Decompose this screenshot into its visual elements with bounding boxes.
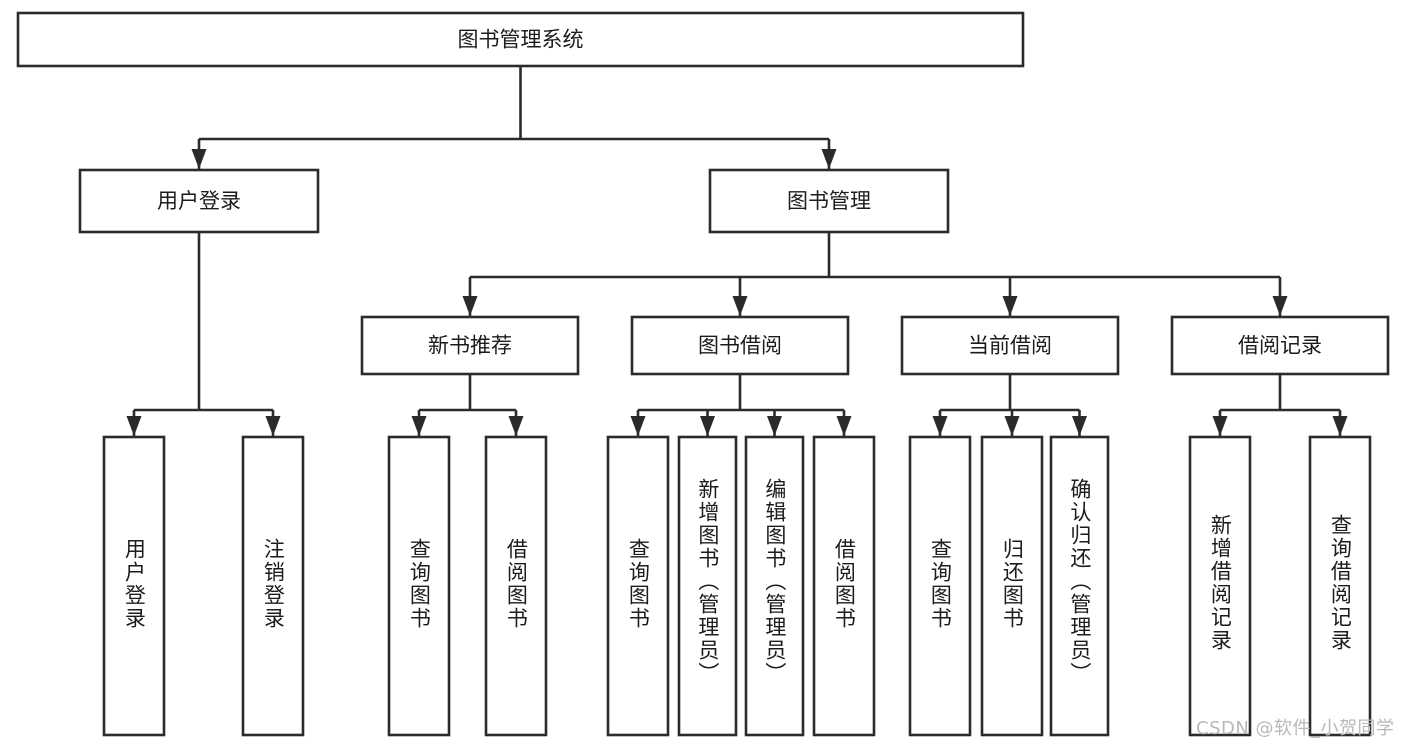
node-leaf-add-record[interactable] (1188, 435, 1252, 737)
node-leaf-confirm-return[interactable] (1049, 435, 1110, 737)
node-book-borrow[interactable] (630, 315, 850, 376)
node-new-book-recommend[interactable] (360, 315, 580, 376)
arrow-head-icon (265, 416, 281, 436)
arrow-head-icon (1002, 296, 1018, 316)
node-leaf-user-login[interactable] (102, 435, 166, 737)
node-root[interactable] (16, 11, 1025, 68)
node-leaf-borrow-book-2[interactable] (812, 435, 876, 737)
arrow-head-icon (700, 416, 715, 436)
node-user-login-label: 用户登录 (157, 189, 241, 213)
arrow-head-icon (462, 296, 478, 316)
arrow-head-icon (411, 416, 427, 436)
arrow-head-icon (1332, 416, 1348, 436)
arrow-head-icon (191, 149, 207, 169)
node-new-book-recommend-label: 新书推荐 (428, 334, 512, 358)
connector-lines (126, 66, 1348, 436)
arrow-head-icon (126, 416, 142, 436)
node-leaf-query-record[interactable] (1308, 435, 1372, 737)
node-current-borrow-label: 当前借阅 (968, 334, 1052, 358)
node-leaf-add-book[interactable] (677, 435, 738, 737)
node-leaf-user-logout[interactable] (241, 435, 305, 737)
csdn-watermark: CSDN @软件_小贺同学 (1196, 718, 1395, 739)
node-leaf-query-book-1[interactable] (387, 435, 451, 737)
node-leaf-edit-book[interactable] (744, 435, 805, 737)
node-leaf-query-book-2[interactable] (606, 435, 670, 737)
node-leaf-return-book[interactable] (980, 435, 1044, 737)
arrow-head-icon (1212, 416, 1228, 436)
node-borrow-records-label: 借阅记录 (1238, 334, 1322, 358)
arrow-head-icon (1004, 416, 1020, 436)
arrow-head-icon (1272, 296, 1288, 316)
node-user-login[interactable] (78, 168, 320, 234)
arrow-head-icon (630, 416, 646, 436)
arrow-head-icon (932, 416, 948, 436)
node-book-manage[interactable] (708, 168, 950, 234)
node-leaf-query-book-3[interactable] (908, 435, 972, 737)
node-book-manage-label: 图书管理 (787, 189, 871, 213)
node-borrow-records[interactable] (1170, 315, 1390, 376)
arrow-head-icon (1072, 416, 1087, 436)
node-book-borrow-label: 图书借阅 (698, 334, 782, 358)
arrow-head-icon (836, 416, 852, 436)
arrow-head-icon (821, 149, 837, 169)
node-current-borrow[interactable] (900, 315, 1120, 376)
arrow-head-icon (508, 416, 524, 436)
arrow-head-icon (767, 416, 782, 436)
node-boxes (16, 11, 1390, 737)
node-leaf-borrow-book-1[interactable] (484, 435, 548, 737)
node-root-label: 图书管理系统 (458, 28, 584, 52)
arrow-head-icon (732, 296, 748, 316)
